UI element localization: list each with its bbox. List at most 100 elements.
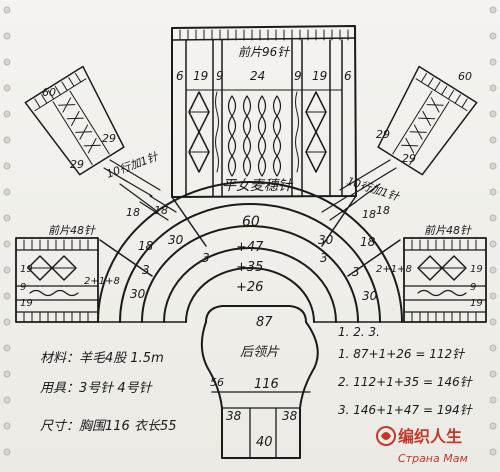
cable-loop [227,155,237,177]
right-sleeve-mark: 29 [376,128,390,141]
cable-loop [272,135,282,157]
perforation-hole [489,136,497,144]
column-label: 19 [312,69,327,83]
right-side-inc: 2+1+8 [376,264,412,275]
perforation-hole [489,162,497,170]
column-label: 9 [294,69,302,83]
perforation-right [489,6,497,456]
left-side-row: 9 [20,282,26,293]
yoke-side: 3 [202,251,210,265]
column-label: 6 [176,69,184,83]
cable-loop [257,155,267,177]
right-sleeve [377,65,478,176]
cable-loop [272,155,282,177]
back-neck-bottom: 40 [256,435,273,450]
right-side-mark: 18 [360,235,376,249]
left-side-inc: 2+1+8 [84,276,120,287]
cable-loop [257,95,267,117]
step-3: 3. 146+1+47 = 194针 [338,403,473,417]
column-label: 19 [193,69,208,83]
yoke-side: 3 [142,263,150,277]
perforation-hole [3,84,11,92]
front-panel-columns: 6 19 9 24 9 19 6 [176,69,352,83]
perforation-hole [489,58,497,66]
front-panel-diamonds-right [305,91,327,173]
cable-loop [227,135,237,157]
perforation-hole [489,188,497,196]
column-label: 9 [216,69,224,83]
column-label: 6 [344,69,352,83]
left-side-mark: 18 [138,239,154,253]
perforation-hole [3,448,11,456]
back-neck-base: 87 [256,315,273,330]
perforation-hole [3,344,11,352]
right-side-panel: 前片48针 19 9 19 2+1+8 30 18 30 18 [313,204,487,323]
right-side-mark: 30 [318,233,334,247]
right-side-shoulder: 18 [376,204,390,217]
perforation-hole [489,84,497,92]
perforation-hole [3,6,11,14]
left-sleeve-top: 60 [42,86,56,99]
left-side-mark: 30 [168,233,184,247]
perforation-hole [3,370,11,378]
perforation-hole [489,6,497,14]
right-side-row: 19 [470,264,483,275]
cable-loop [257,115,267,137]
front-panel-cable-center [227,95,282,177]
watermark-logo-icon [376,426,396,446]
left-side-row: 19 [20,264,33,275]
perforation-hole [3,240,11,248]
back-neck-piece: 87 后领片 56 116 38 38 40 [200,305,319,459]
back-neck-middle: 116 [254,377,279,392]
step-1: 1. 87+1+26 = 112针 [338,347,465,361]
right-sleeve-top: 60 [458,70,472,83]
cable-loop [257,135,267,157]
cable-loop [242,115,252,137]
notes-left: 材料：羊毛4股 1.5m 用具：3号针 4号针 尺寸：胸围116 衣长55 [40,351,177,434]
perforation-hole [489,266,497,274]
perforation-hole [3,110,11,118]
cable-loop [242,155,252,177]
left-sleeve-mark: 29 [70,158,84,171]
perforation-hole [489,32,497,40]
steps-header: 1. 2. 3. [338,325,380,339]
right-side-row: 19 [470,298,483,309]
yoke-top: 60 [242,214,260,230]
right-side-title: 前片48针 [424,224,472,237]
yoke-ring: +26 [236,280,263,295]
left-side-bottom: 30 [130,287,146,301]
watermark-text: 编织人生 [398,427,462,446]
perforation-hole [3,188,11,196]
cable-loop [242,135,252,157]
perforation-hole [3,58,11,66]
right-side-row: 9 [470,282,476,293]
perforation-hole [489,344,497,352]
perforation-hole [3,136,11,144]
perforation-hole [489,422,497,430]
front-panel: 前片96针 6 19 9 24 9 19 6 平女麦穗针 [171,25,357,198]
left-side-panel: 前片48针 19 9 19 2+1+8 30 18 30 18 [15,204,187,323]
back-neck-bottom-right: 38 [282,409,298,423]
tools-note: 用具：3号针 4号针 [40,381,154,396]
notes-right: 1. 2. 3. 1. 87+1+26 = 112针 2. 112+1+35 =… [338,325,473,417]
perforation-hole [3,162,11,170]
left-side-shoulder: 18 [154,204,168,217]
left-sleeve [24,65,125,176]
front-panel-diamonds-left [188,91,210,173]
cable-loop [272,95,282,117]
perforation-hole [3,32,11,40]
perforation-hole [489,292,497,300]
cable-loop [272,115,282,137]
left-sleeve-mark: 29 [102,132,116,145]
perforation-hole [489,448,497,456]
perforation-hole [3,292,11,300]
cable-loop [227,115,237,137]
column-label: 24 [250,69,265,83]
perforation-hole [489,318,497,326]
perforation-hole [489,370,497,378]
yoke: 60 +47 +35 +26 3 3 3 3 [97,181,403,323]
yoke-side: 3 [352,265,360,279]
perforation-hole [489,396,497,404]
left-side-row: 19 [20,298,33,309]
